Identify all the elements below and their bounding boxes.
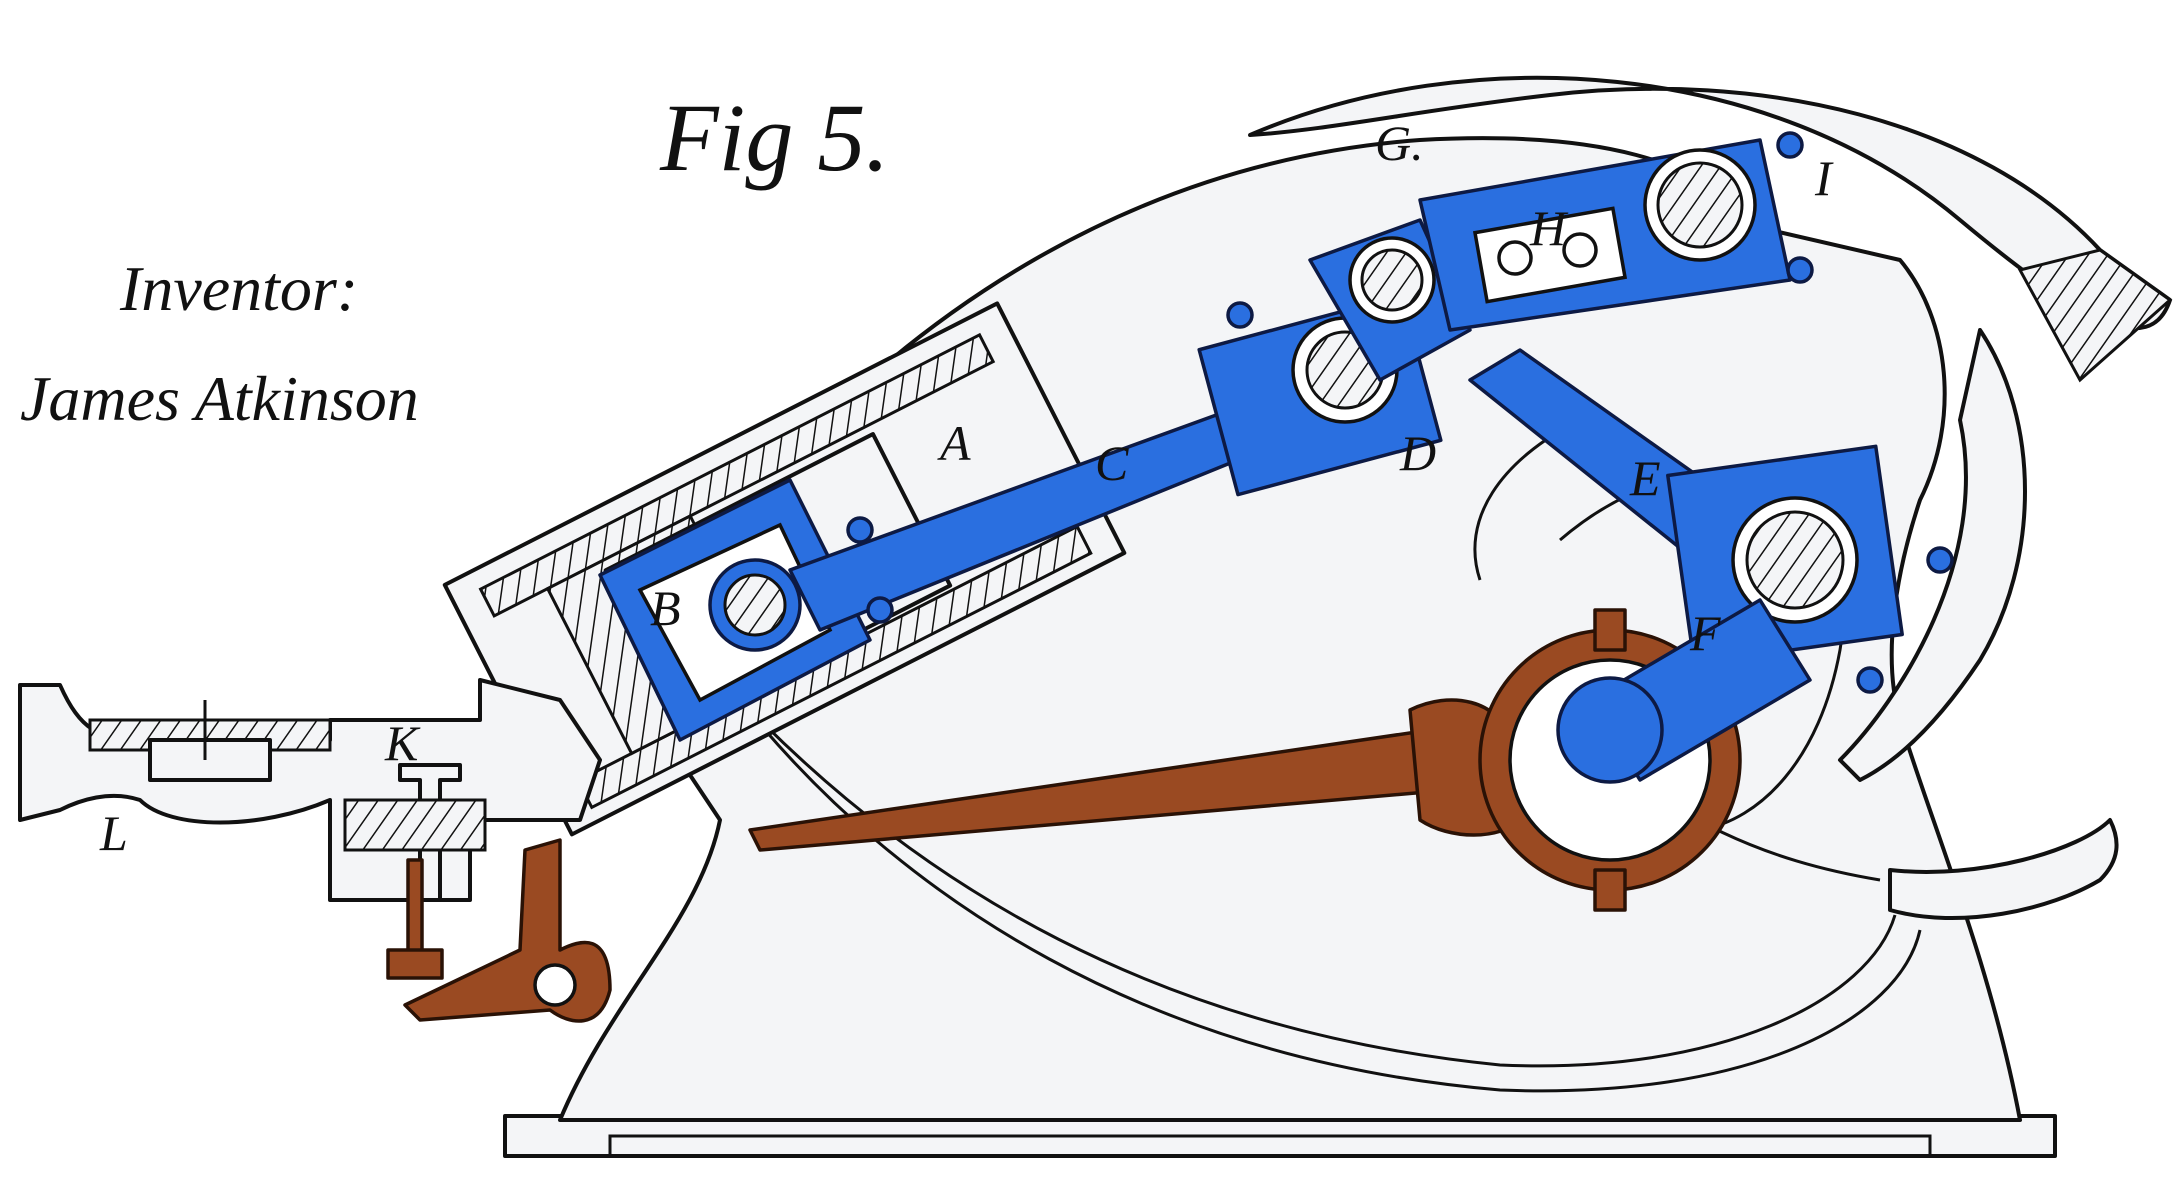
base-plate [503,1114,2057,1158]
label-b: B [650,580,681,636]
label-i: I [1814,150,1834,206]
linkage [598,131,1954,784]
label-a: A [937,415,971,471]
label-e: E [1629,450,1661,506]
label-k: K [384,715,421,771]
inventor-caption: Inventor: [119,253,358,324]
label-c: C [1095,435,1129,491]
label-h: H [1529,200,1569,256]
label-g: G. [1375,115,1424,171]
steam-inlet [18,678,602,902]
label-f: F [1689,605,1721,661]
upper-hood [1248,75,2173,921]
figure-title: Fig 5. [659,84,889,191]
inventor-signature: James Atkinson [20,363,419,434]
label-d: D [1399,425,1436,481]
label-l: L [99,805,128,861]
